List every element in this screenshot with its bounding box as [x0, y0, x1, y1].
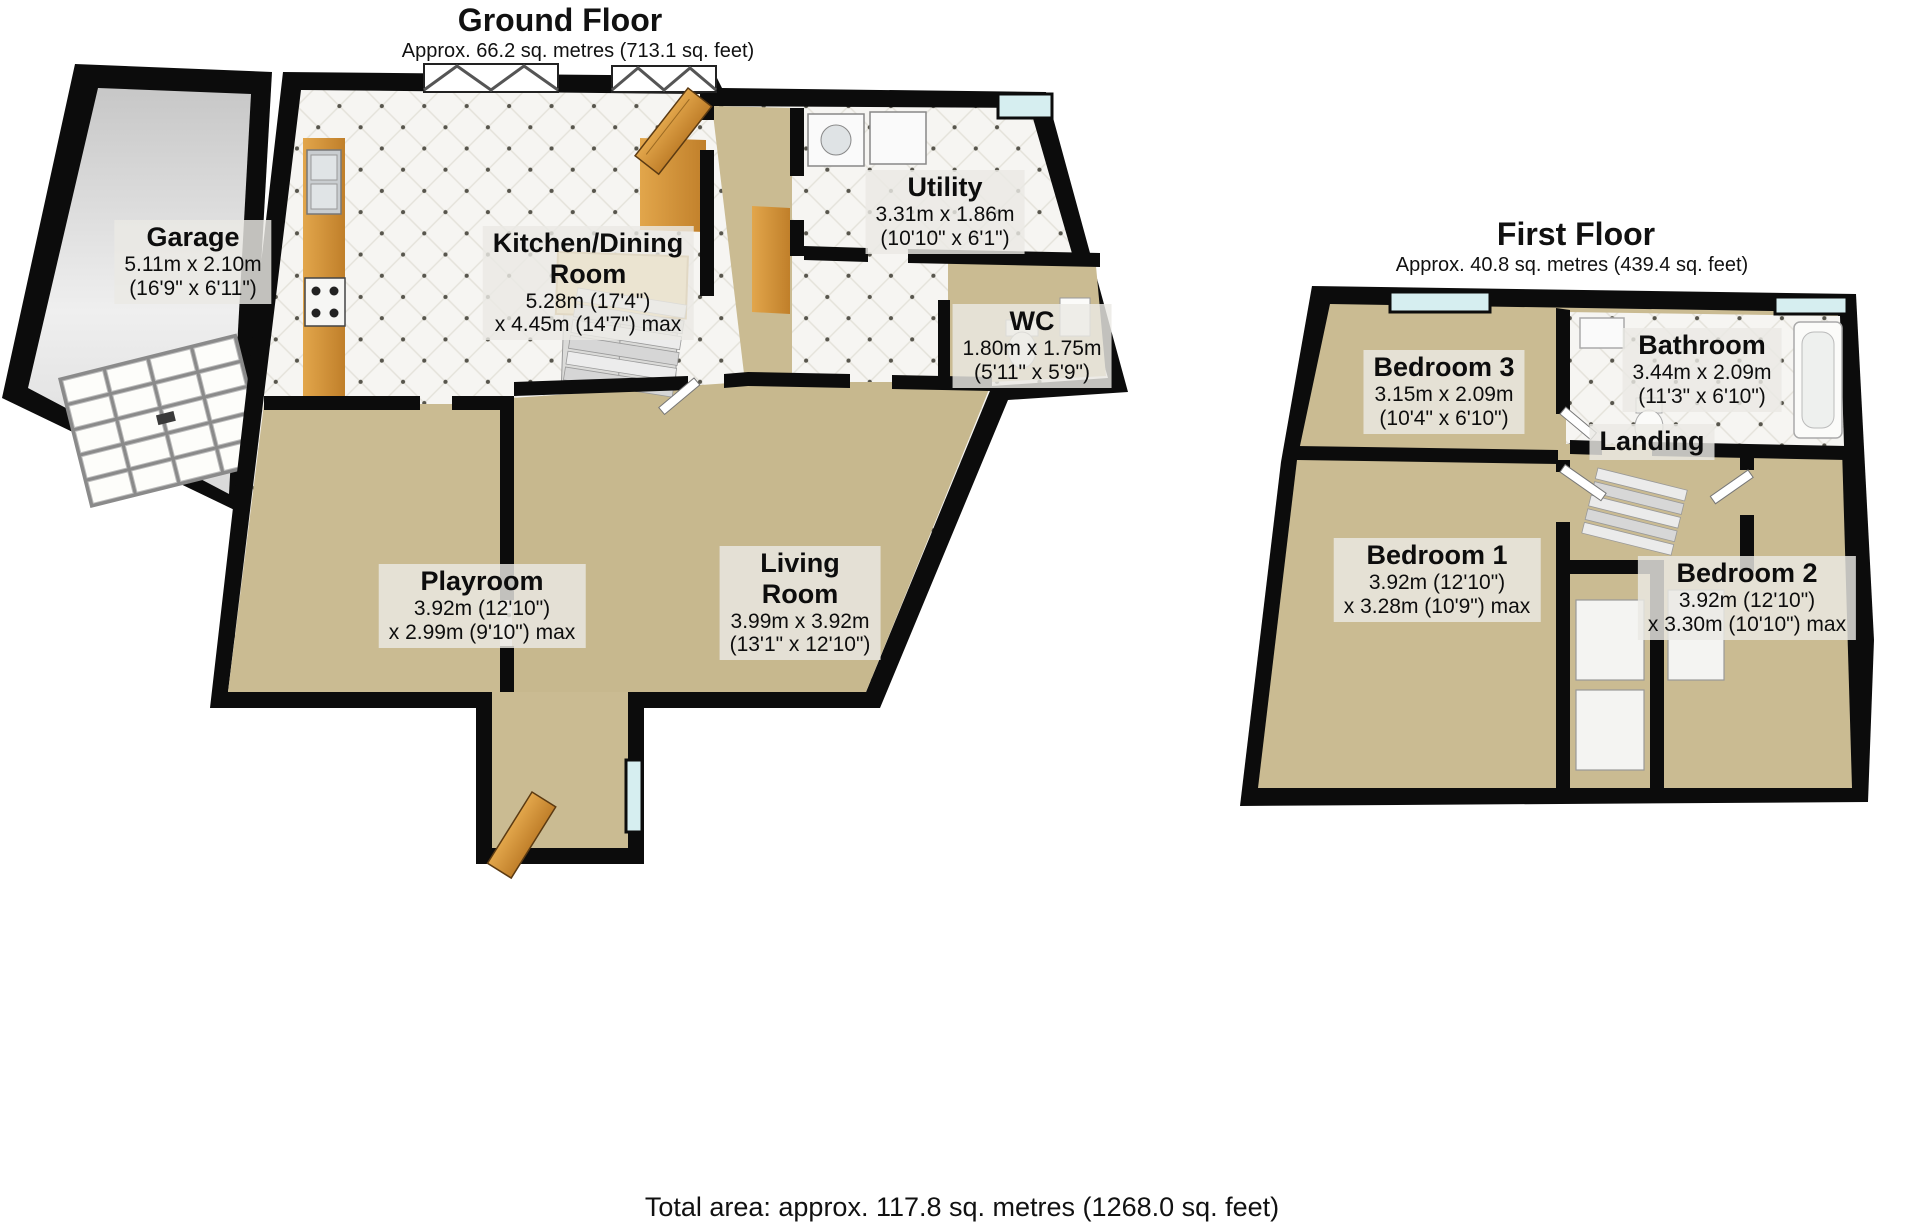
room-dim: (16'9" x 6'11") — [129, 276, 257, 300]
stove-icon — [304, 277, 346, 327]
room-dim: x 3.30m (10'10") max — [1647, 612, 1847, 636]
room-dim: 3.15m x 2.09m — [1374, 382, 1514, 406]
room-dim: 3.92m (12'10") — [1368, 570, 1506, 594]
utility-window-icon — [996, 92, 1054, 120]
bathroom-label: Bathroom 3.44m x 2.09m (11'3" x 6'10") — [1622, 328, 1782, 412]
room-name: Room — [549, 258, 627, 289]
playroom-label: Playroom 3.92m (12'10") x 2.99m (9'10") … — [378, 564, 586, 648]
room-dim: 3.31m x 1.86m — [875, 202, 1015, 226]
room-dim: 3.99m x 3.92m — [730, 609, 870, 633]
first-floor-title: First Floor — [1496, 216, 1656, 252]
living-room-label: Living Room 3.99m x 3.92m (13'1" x 12'10… — [719, 546, 881, 661]
room-name: Landing — [1599, 426, 1705, 456]
room-dim: 3.92m (12'10") — [1678, 588, 1816, 612]
bedroom3-window-icon — [1388, 290, 1492, 314]
room-dim: 3.44m x 2.09m — [1632, 360, 1772, 384]
room-name: Bedroom 2 — [1676, 558, 1818, 588]
playroom-floor — [228, 404, 500, 692]
room-name: Living — [760, 548, 840, 578]
room-dim: (11'3" x 6'10") — [1638, 384, 1766, 408]
room-name: Bathroom — [1638, 330, 1766, 360]
room-name: Room — [761, 578, 839, 609]
room-name: Playroom — [420, 566, 544, 596]
total-area-text: Total area: approx. 117.8 sq. metres (12… — [644, 1192, 1280, 1222]
garage-label: Garage 5.11m x 2.10m (16'9" x 6'11") — [114, 220, 272, 304]
room-name: Bedroom 1 — [1366, 540, 1508, 570]
bathroom-window-icon — [1773, 295, 1849, 316]
room-name: Bedroom 3 — [1373, 352, 1515, 382]
first-floor-subtitle: Approx. 40.8 sq. metres (439.4 sq. feet) — [1395, 254, 1749, 276]
room-dim: (5'11" x 5'9") — [974, 360, 1090, 384]
entrance-window-icon — [624, 758, 644, 834]
landing-stairs-icon — [1581, 467, 1688, 556]
room-dim: x 2.99m (9'10") max — [388, 620, 576, 644]
room-dim: (10'10" x 6'1") — [880, 226, 1010, 250]
bedroom3-label: Bedroom 3 3.15m x 2.09m (10'4" x 6'10") — [1363, 350, 1525, 434]
bifold-door-icon — [423, 63, 717, 93]
room-dim: 5.11m x 2.10m — [124, 252, 262, 276]
room-dim: (10'4" x 6'10") — [1379, 406, 1509, 430]
wc-label: WC 1.80m x 1.75m (5'11" x 5'9") — [952, 304, 1112, 388]
room-dim: (13'1" x 12'10") — [729, 633, 871, 657]
room-dim: 5.28m (17'4") — [525, 289, 651, 313]
door-leaf-icon — [1559, 406, 1754, 505]
ground-interior-walls — [264, 94, 1100, 692]
garage-door-icon — [58, 333, 269, 509]
entrance-door-icon — [486, 790, 557, 880]
bedroom2-label: Bedroom 2 3.92m (12'10") x 3.30m (10'10"… — [1637, 556, 1857, 640]
room-name: Utility — [907, 172, 983, 202]
landing-label: Landing — [1589, 424, 1715, 460]
room-dim: 1.80m x 1.75m — [962, 336, 1102, 360]
washer-icon — [807, 111, 927, 167]
room-dim: 3.92m (12'10") — [413, 596, 551, 620]
door-leaf-icon — [658, 377, 701, 416]
room-name: Kitchen/Dining — [492, 228, 684, 258]
kitchen-dining-label: Kitchen/Dining Room 5.28m (17'4") x 4.45… — [482, 226, 694, 341]
room-name: Garage — [146, 222, 240, 252]
front-door-icon — [634, 86, 713, 176]
room-dim: x 3.28m (10'9") max — [1343, 594, 1531, 618]
ground-floor-title: Ground Floor — [457, 2, 663, 38]
bedroom1-label: Bedroom 1 3.92m (12'10") x 3.28m (10'9")… — [1333, 538, 1541, 622]
room-name: WC — [1009, 306, 1055, 336]
garage-room — [2, 64, 272, 516]
room-dim: x 4.45m (14'7") max — [494, 313, 682, 337]
utility-label: Utility 3.31m x 1.86m (10'10" x 6'1") — [865, 170, 1025, 254]
ground-floor-subtitle: Approx. 66.2 sq. metres (713.1 sq. feet) — [401, 40, 755, 62]
sink-icon — [1579, 317, 1625, 349]
